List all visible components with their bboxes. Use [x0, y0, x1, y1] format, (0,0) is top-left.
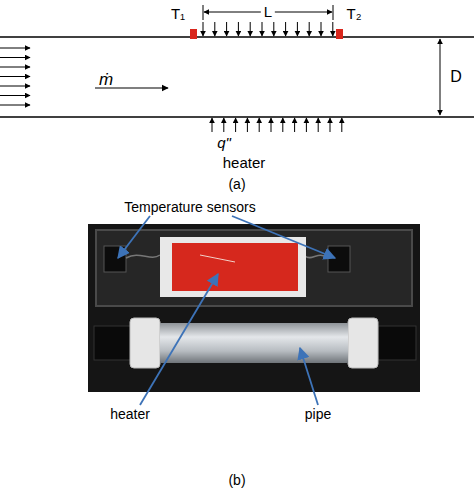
heat-arrow	[247, 118, 248, 132]
heat-arrow	[259, 118, 260, 132]
dimension-label: L	[261, 4, 275, 21]
flow-arrow	[0, 95, 30, 96]
sensor-wire	[126, 255, 160, 258]
pipe-wall	[0, 36, 474, 38]
sensor-housing	[328, 246, 350, 272]
heat-arrow	[330, 118, 331, 132]
heat-arrow	[271, 118, 272, 132]
heater-mount	[160, 237, 306, 297]
temperature-sensor	[336, 29, 343, 39]
sensor-label: T₁	[171, 6, 185, 23]
heat-arrow	[235, 118, 236, 132]
pipe-end	[378, 326, 416, 360]
temperature-sensor	[190, 29, 197, 39]
pipe-end	[94, 326, 132, 360]
heat-flux-arrows	[212, 118, 342, 132]
heat-arrow	[223, 118, 224, 132]
heat-arrow	[321, 22, 322, 36]
flow-arrow	[0, 105, 30, 106]
heat-arrow	[309, 22, 310, 36]
flow-arrow	[0, 86, 30, 87]
leader-arrow	[118, 216, 150, 258]
heat-arrow	[282, 118, 283, 132]
heat-arrow	[238, 22, 239, 36]
inlet-flow-arrows	[0, 48, 30, 105]
flow-arrow	[0, 48, 30, 49]
heat-arrow	[273, 22, 274, 36]
panel-label: (b)	[228, 473, 245, 488]
sensor-label: T₂	[347, 6, 362, 23]
leader-arrow	[140, 274, 218, 405]
part-label: heater	[110, 407, 150, 422]
heat-arrow	[262, 22, 263, 36]
heat-arrow	[203, 22, 204, 36]
sensor-housing	[104, 246, 126, 272]
dimension-tick	[333, 5, 334, 20]
heat-arrow	[332, 22, 333, 36]
dimension-label: D	[450, 68, 462, 86]
photo-background	[88, 224, 420, 392]
insulated-pipe	[160, 323, 348, 363]
flow-arrow	[0, 57, 30, 58]
flow-arrow	[0, 67, 30, 68]
heat-arrow	[297, 22, 298, 36]
mass-flow-symbol: ṁ	[99, 71, 113, 90]
pipe-fitting	[348, 318, 378, 368]
heat-arrow	[214, 22, 215, 36]
part-label: pipe	[305, 407, 331, 422]
leader-arrow	[232, 216, 335, 258]
heater-pad	[172, 243, 298, 291]
heater-wire	[200, 255, 235, 262]
heat-arrow	[318, 118, 319, 132]
enclosure-half	[96, 230, 412, 306]
heat-flux-symbol: q"	[217, 135, 231, 152]
heat-arrow	[250, 22, 251, 36]
heat-flux-arrows	[203, 22, 333, 36]
flow-arrow	[0, 76, 30, 77]
pipe-fitting	[130, 318, 160, 368]
heat-arrow	[212, 118, 213, 132]
dimension-arrow	[440, 39, 441, 115]
heat-arrow	[285, 22, 286, 36]
pipe-wall	[0, 116, 474, 118]
dimension-tick	[203, 5, 204, 20]
heat-arrow	[306, 118, 307, 132]
part-label: heater	[223, 155, 266, 172]
heat-arrow	[226, 22, 227, 36]
panel-label: (a)	[228, 177, 245, 192]
part-label: Temperature sensors	[124, 200, 256, 215]
sensor-wire	[305, 255, 328, 258]
photograph	[88, 224, 420, 392]
heat-arrow	[341, 118, 342, 132]
leader-arrow	[300, 348, 318, 405]
heat-arrow	[294, 118, 295, 132]
